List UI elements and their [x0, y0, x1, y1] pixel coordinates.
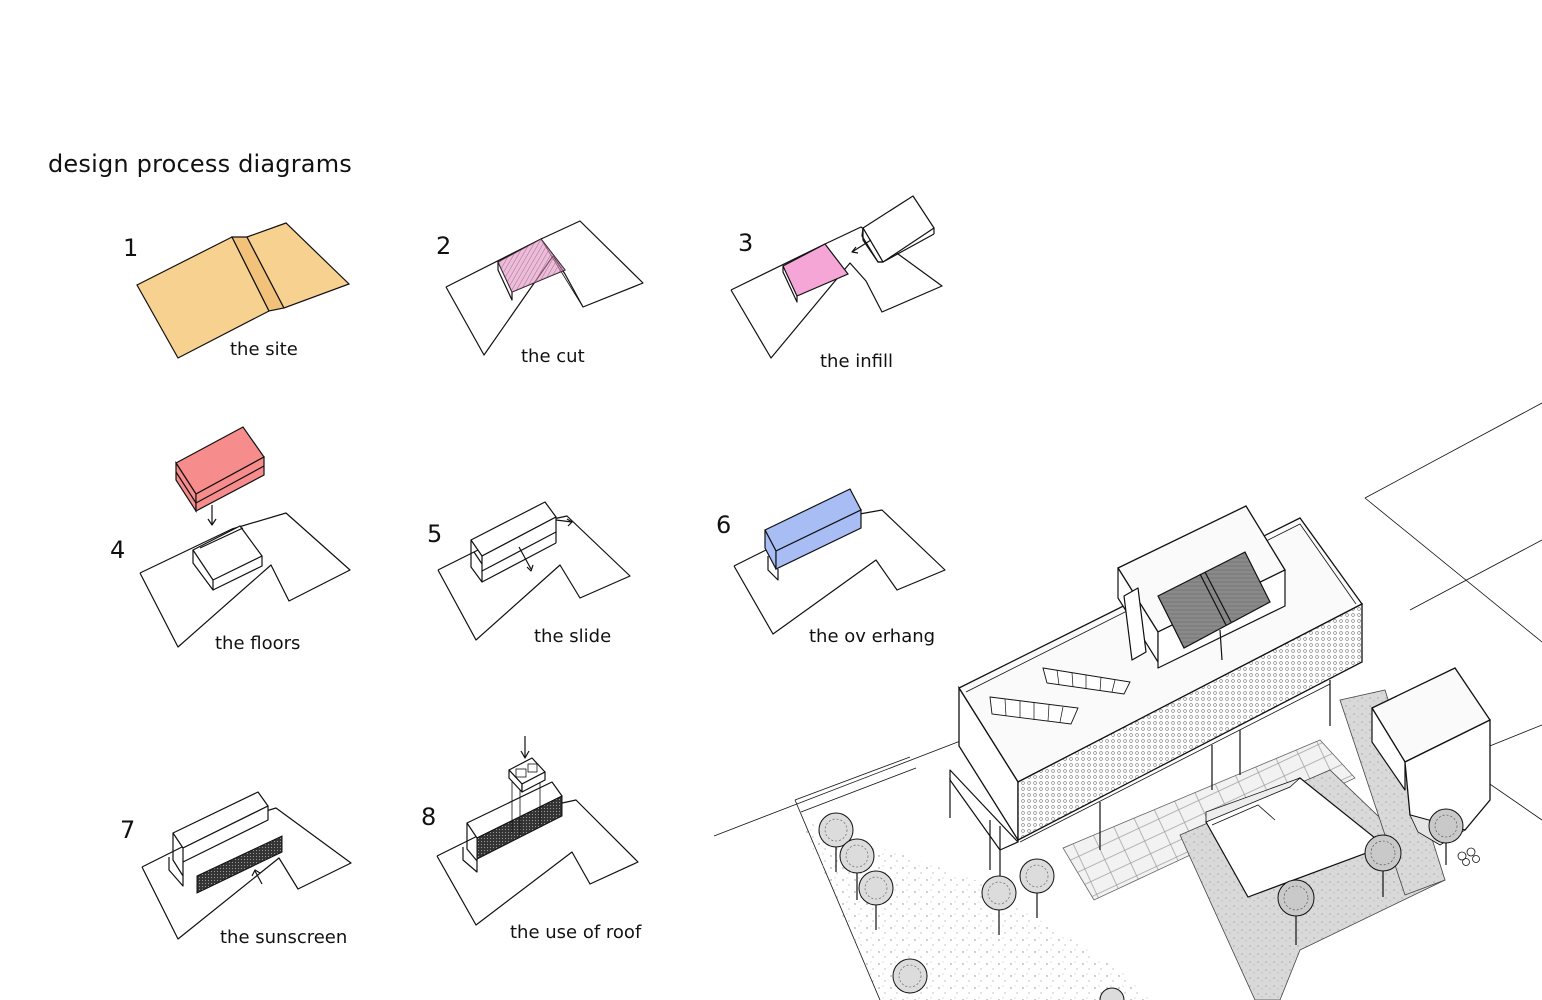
floors-diagram [139, 426, 351, 648]
tree [1099, 987, 1125, 1000]
site-diagram [136, 222, 351, 359]
tree [818, 812, 854, 872]
page-title: design process diagrams [48, 150, 353, 178]
overhang-diagram [733, 488, 946, 635]
step-7-number: 7 [120, 816, 136, 844]
skylight [1157, 551, 1271, 649]
tree [839, 838, 875, 900]
step-4-number: 4 [110, 536, 126, 564]
step-7-caption: the sunscreen [220, 927, 348, 948]
infill-diagram [730, 195, 943, 359]
step-1-number: 1 [123, 234, 139, 262]
step-5-number: 5 [427, 520, 443, 548]
tree [981, 875, 1017, 935]
step-3-number: 3 [738, 229, 754, 257]
tree [858, 870, 894, 930]
step-2-caption: the cut [521, 346, 585, 367]
main-axonometric [713, 402, 1542, 1000]
sunscreen-panel [196, 835, 283, 894]
tree [1428, 808, 1464, 865]
site-plane [246, 222, 351, 309]
perforated-screen [1017, 602, 1363, 842]
step-8-number: 8 [421, 803, 437, 831]
step-3-caption: the infill [820, 351, 894, 372]
stones [1457, 847, 1480, 866]
roof-use-diagram [436, 736, 639, 926]
cut-diagram [445, 220, 644, 356]
step-1-caption: the site [230, 339, 298, 360]
tree [1277, 879, 1315, 945]
sunscreen-panel [476, 795, 563, 860]
sunscreen-diagram [141, 791, 352, 940]
tree [1019, 858, 1055, 918]
tree [892, 958, 928, 994]
slide-diagram [437, 501, 631, 641]
step-8-caption: the use of roof [510, 922, 642, 943]
step-6-number: 6 [716, 511, 732, 539]
infill-volume [782, 243, 849, 297]
step-2-number: 2 [436, 232, 452, 260]
step-4-caption: the floors [215, 633, 301, 654]
step-6-caption: the ov erhang [809, 626, 936, 647]
step-5-caption: the slide [534, 626, 612, 647]
tree [1364, 834, 1402, 897]
